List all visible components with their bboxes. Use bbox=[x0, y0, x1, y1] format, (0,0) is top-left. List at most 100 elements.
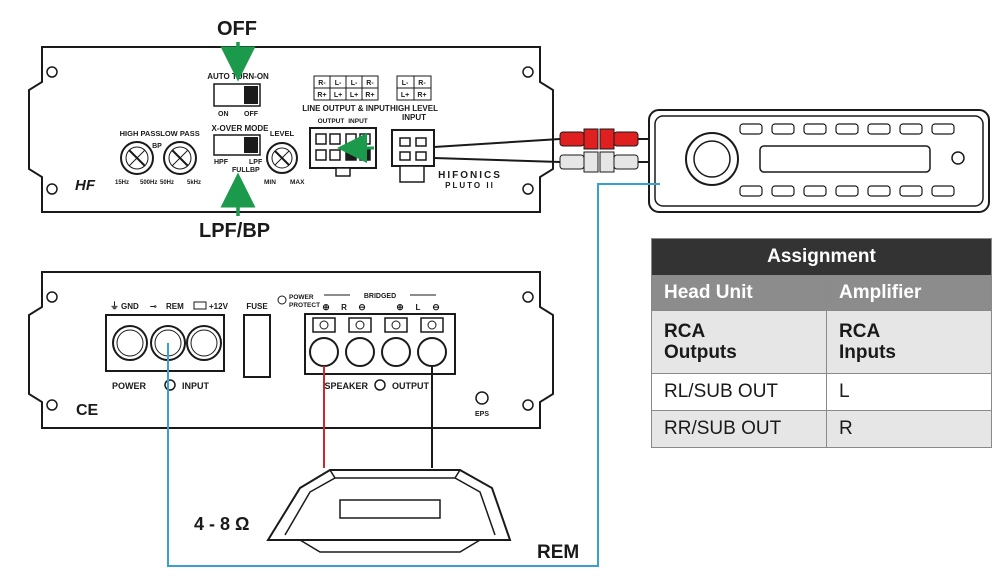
subwoofer-speaker bbox=[266, 469, 512, 553]
mounting-screw bbox=[522, 291, 534, 303]
xover-mode-label: X-OVER MODE bbox=[212, 124, 270, 133]
mounting-screw bbox=[46, 183, 58, 195]
power-protect-label-1: POWER bbox=[289, 294, 314, 301]
lpf-label: LPF bbox=[249, 159, 263, 166]
high-level-input-label-2: INPUT bbox=[402, 113, 426, 122]
plus12v-label: +12V bbox=[209, 302, 229, 311]
ground-icon: ⏚ bbox=[110, 301, 119, 311]
ce-mark: CE bbox=[76, 402, 99, 419]
level-min-label: MIN bbox=[264, 179, 276, 186]
mounting-screw bbox=[46, 399, 58, 411]
table-row: RR/SUB OUT R bbox=[651, 410, 992, 448]
display bbox=[759, 145, 931, 173]
switch-icon: ⊸ bbox=[150, 302, 157, 311]
auto-turn-on-label: AUTO TURN-ON bbox=[207, 72, 269, 81]
mounting-screw bbox=[522, 183, 534, 195]
speaker-terminal-r-plus[interactable] bbox=[309, 337, 339, 367]
rem-label: REM bbox=[166, 302, 184, 311]
speaker-output-label: OUTPUT bbox=[392, 381, 430, 391]
eps-label: EPS bbox=[475, 411, 489, 418]
high-pass-label: HIGH PASS bbox=[120, 129, 161, 138]
gnd-terminal[interactable] bbox=[112, 325, 148, 361]
svg-text:R-: R- bbox=[366, 80, 374, 87]
power-input-label: INPUT bbox=[182, 381, 210, 391]
svg-text:L+: L+ bbox=[401, 92, 409, 99]
svg-text:R+: R+ bbox=[317, 92, 326, 99]
off-callout: OFF bbox=[217, 18, 257, 40]
rem-callout: REM bbox=[537, 542, 580, 563]
line-io-connector[interactable] bbox=[309, 127, 377, 177]
svg-text:R+: R+ bbox=[365, 92, 374, 99]
hp-max-label: 500Hz bbox=[140, 180, 157, 186]
svg-text:R-: R- bbox=[418, 80, 426, 87]
input-port-label: INPUT bbox=[348, 118, 368, 125]
fuse-slot[interactable] bbox=[243, 314, 271, 378]
svg-text:L+: L+ bbox=[334, 92, 342, 99]
gnd-label: GND bbox=[121, 302, 139, 311]
impedance-callout: 4 - 8 Ω bbox=[194, 514, 250, 534]
line-io-pin-grid: R- L- L- R- R+ L+ L+ R+ bbox=[313, 75, 379, 101]
rem-wire bbox=[167, 183, 660, 567]
svg-text:R-: R- bbox=[318, 80, 326, 87]
low-pass-label: LOW PASS bbox=[160, 129, 199, 138]
eps-icon bbox=[475, 391, 489, 405]
column-amplifier: Amplifier bbox=[826, 275, 992, 311]
svg-text:L-: L- bbox=[402, 80, 409, 87]
speaker-terminal-r-minus[interactable] bbox=[345, 337, 375, 367]
mounting-screw bbox=[522, 66, 534, 78]
level-label: LEVEL bbox=[270, 129, 295, 138]
high-level-input-connector[interactable] bbox=[391, 129, 435, 183]
switch-on-label: ON bbox=[218, 111, 229, 118]
mounting-screw bbox=[46, 66, 58, 78]
power-protect-led bbox=[277, 295, 287, 305]
model-label: PLUTO II bbox=[445, 181, 495, 190]
fuse-label: FUSE bbox=[246, 302, 268, 311]
hp-min-label: 15Hz bbox=[115, 180, 129, 186]
l-plus-icon: ⊕ bbox=[396, 302, 404, 312]
bp-label: BP bbox=[250, 167, 260, 174]
speaker-label: SPEAKER bbox=[324, 381, 368, 391]
output-port-label: OUTPUT bbox=[318, 118, 345, 125]
rca-cables bbox=[433, 128, 660, 173]
level-knob[interactable] bbox=[266, 142, 298, 174]
bp-knob-label: BP bbox=[152, 143, 162, 150]
mounting-screw bbox=[522, 399, 534, 411]
table-title: Assignment bbox=[651, 238, 992, 276]
power-protect-label-2: PROTECT bbox=[289, 302, 320, 309]
hifonics-logo: HF bbox=[75, 177, 96, 194]
battery-icon bbox=[193, 301, 207, 310]
column-head-unit: Head Unit bbox=[651, 275, 827, 311]
r-minus-icon: ⊖ bbox=[358, 302, 366, 312]
high-level-input-label-1: HIGH LEVEL bbox=[390, 104, 438, 113]
svg-text:R+: R+ bbox=[417, 92, 426, 99]
svg-text:L-: L- bbox=[351, 80, 358, 87]
switch-off-label: OFF bbox=[244, 111, 259, 118]
bridged-label: BRIDGED bbox=[364, 293, 396, 300]
plus12v-terminal[interactable] bbox=[186, 325, 222, 361]
level-max-label: MAX bbox=[290, 179, 305, 186]
speaker-terminal-l-plus[interactable] bbox=[381, 337, 411, 367]
amplifier-bottom-panel: GND ⏚ REM ⊸ +12V POWER INPUT FUSE POWER … bbox=[28, 271, 554, 429]
full-label: FULL bbox=[232, 167, 251, 174]
svg-text:L+: L+ bbox=[350, 92, 358, 99]
high-pass-knob[interactable] bbox=[120, 141, 154, 175]
r-plus-icon: ⊕ bbox=[322, 302, 330, 312]
power-label: POWER bbox=[112, 381, 147, 391]
amplifier-top-panel: AUTO TURN-ON ON OFF X-OVER MODE HPF FULL… bbox=[28, 46, 554, 213]
head-unit bbox=[648, 109, 990, 213]
brand-label: HIFONICS bbox=[438, 170, 502, 181]
speaker-terminal-l-minus[interactable] bbox=[417, 337, 447, 367]
low-pass-knob[interactable] bbox=[163, 141, 197, 175]
lp-max-label: 5kHz bbox=[187, 180, 201, 186]
line-output-input-label: LINE OUTPUT & INPUT bbox=[302, 104, 390, 113]
high-level-pin-grid: L- R- L+ R+ bbox=[396, 75, 432, 101]
lp-min-label: 50Hz bbox=[160, 180, 174, 186]
mounting-screw bbox=[46, 291, 58, 303]
hpf-label: HPF bbox=[214, 159, 229, 166]
lpf-bp-callout: LPF/BP bbox=[199, 220, 271, 242]
l-minus-icon: ⊖ bbox=[432, 302, 440, 312]
